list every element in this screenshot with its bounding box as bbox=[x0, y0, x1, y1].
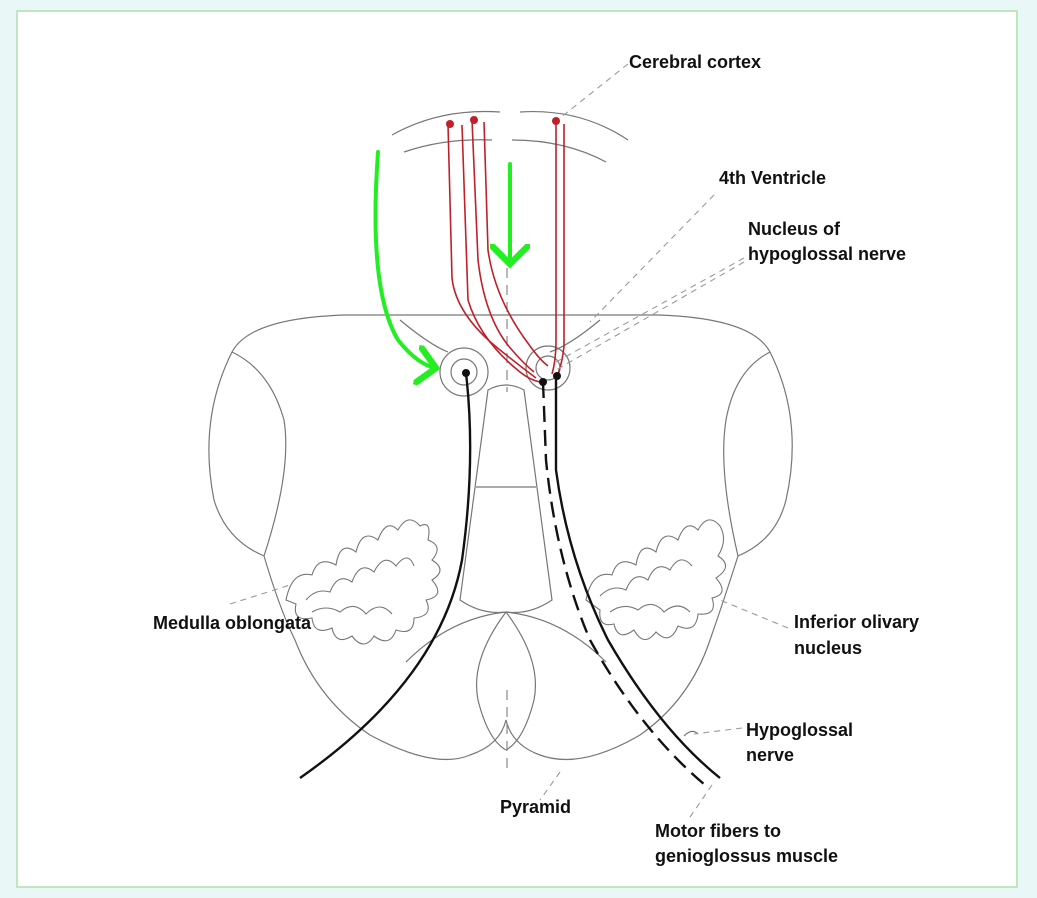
cerebral-cortex-outline bbox=[392, 111, 628, 162]
medulla-outline bbox=[209, 315, 792, 760]
label-olivary-line2: nucleus bbox=[794, 638, 862, 658]
label-nucleus-line1: Nucleus of bbox=[748, 219, 841, 239]
label-hypoglossal-line2: nerve bbox=[746, 745, 794, 765]
label-motor-line2: genioglossus muscle bbox=[655, 846, 838, 866]
label-cerebral-cortex: Cerebral cortex bbox=[629, 52, 761, 72]
green-curved-arrow bbox=[376, 152, 437, 368]
label-hypoglossal-line1: Hypoglossal bbox=[746, 720, 853, 740]
label-fourth-ventricle: 4th Ventricle bbox=[719, 168, 826, 188]
hypoglossal-nerve-fibers bbox=[300, 373, 720, 785]
cortical-neuron-bodies bbox=[446, 116, 560, 128]
label-nucleus-line2: hypoglossal nerve bbox=[748, 244, 906, 264]
corticobulbar-fibers bbox=[448, 120, 564, 382]
inferior-olivary-nucleus bbox=[286, 520, 726, 644]
label-medulla-oblongata: Medulla oblongata bbox=[153, 613, 312, 633]
label-olivary-line1: Inferior olivary bbox=[794, 612, 919, 632]
label-motor-line1: Motor fibers to bbox=[655, 821, 781, 841]
label-pyramid: Pyramid bbox=[500, 797, 571, 817]
